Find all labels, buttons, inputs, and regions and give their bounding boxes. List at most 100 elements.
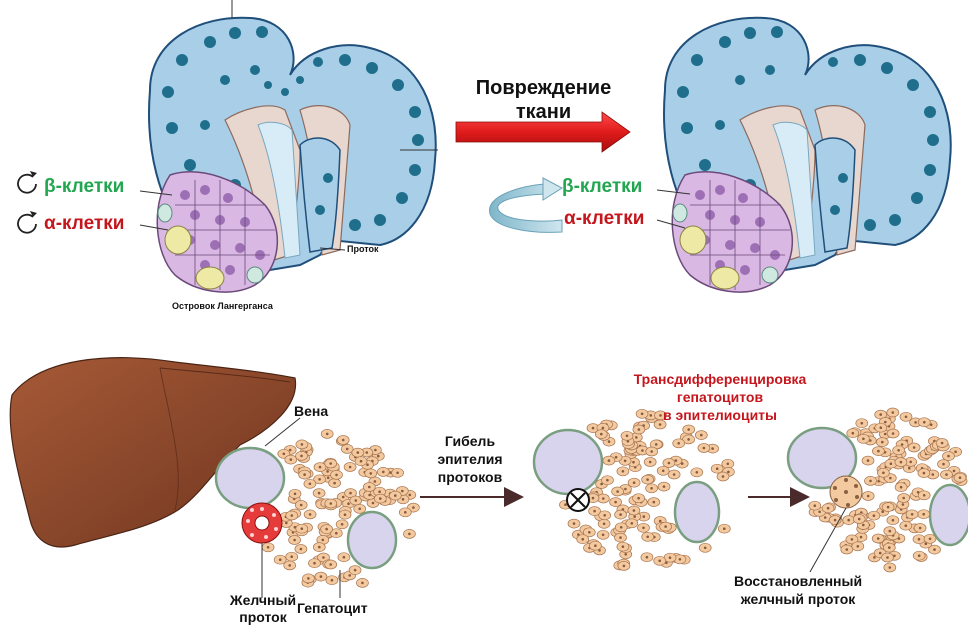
hepatocyte-nucleus [291,514,294,517]
hepatocyte-nucleus [327,477,330,480]
hepatocyte-nucleus [615,456,618,459]
hepatocyte-nucleus [953,470,956,473]
hepatocyte-nucleus [309,513,312,516]
hepatocyte-nucleus [888,546,891,549]
hepatocyte-nucleus [824,516,827,519]
hepatocyte-nucleus [370,472,373,475]
vein-shape-2 [348,512,396,568]
hepatocyte-nucleus [368,486,371,489]
hepatocyte-nucleus [633,481,636,484]
tissue-damage-label: Повреждение ткани [456,76,631,124]
hepatocyte-nucleus [342,496,345,499]
hepatocyte-nucleus [945,473,948,476]
cycle-icon-beta [18,175,36,193]
hepatocyte-nucleus [814,504,817,507]
hepatocyte-nucleus [374,480,377,483]
hepatocyte-nucleus [623,565,626,568]
hepatocyte-nucleus [622,545,625,548]
hepatocyte-nucleus [344,513,347,516]
hepatocyte-nucleus [402,498,405,501]
hepatocyte-nucleus [301,527,304,530]
hepatocyte-nucleus [348,574,351,577]
hepatocyte-nucleus [677,442,680,445]
hepatocyte-nucleus [319,466,322,469]
islet-label: Островок Лангерганса [172,301,273,311]
hepatocyte-nucleus [379,497,382,500]
bile-duct [242,503,282,543]
hepatocyte-nucleus [603,523,606,526]
hepatocyte-nucleus [633,515,636,518]
restored-bile-duct [830,476,862,508]
hepatocyte-nucleus [322,556,325,559]
hepatocyte-nucleus [626,435,629,438]
hepatocyte-nucleus [711,447,714,450]
hepatocyte-nucleus [293,539,296,542]
hepatocyte-nucleus [283,453,286,456]
hepatocyte-nucleus [329,563,332,566]
hepatocyte-nucleus [923,421,926,424]
hepatocyte-nucleus [879,552,882,555]
hepatocyte-nucleus [858,518,861,521]
hepatocyte-nucleus [346,448,349,451]
hepatocyte-nucleus [723,527,726,530]
hepatocyte-nucleus [646,478,649,481]
hepatocyte-nucleus [320,575,323,578]
transdifferentiation-cycle-arrow [490,178,562,232]
hepatocyte-nucleus [847,519,850,522]
pancreas-right [664,18,951,292]
duct-death-label: Гибель эпителия протоков [410,432,530,486]
hepatocyte-nucleus [333,482,336,485]
hepatocyte-nucleus [300,504,303,507]
hepatocyte-nucleus [879,413,882,416]
hepatocyte-nucleus [887,506,890,509]
hepatocyte-nucleus [642,527,645,530]
restored-line1: Восстановленный [708,572,888,590]
hepatocyte-nucleus [892,432,895,435]
hepatocyte-nucleus [325,528,328,531]
hepatocyte-nucleus [687,438,690,441]
hepatocyte-nucleus [600,433,603,436]
hepatocyte-nucleus [404,511,407,514]
hepatocyte-nucleus [564,503,567,506]
hepatocyte-nucleus [608,459,611,462]
hepatocyte-nucleus [932,473,935,476]
hepatocyte-nucleus [335,474,338,477]
hepatocyte-nucleus [902,497,905,500]
liver-lobule-restored [788,408,968,572]
hepatocyte-nucleus [947,455,950,458]
hepatocyte-nucleus [382,471,385,474]
hepatocyte-nucleus [942,463,945,466]
duct-death-line2: эпителия [410,450,530,468]
duct-death-line1: Гибель [410,432,530,450]
hepatocyte-nucleus [602,427,605,430]
hepatocyte-nucleus [290,555,293,558]
hepatocyte-nucleus [307,577,310,580]
hepatocyte-cluster [262,429,419,587]
hepatocyte-nucleus [300,548,303,551]
beta-symbol: β [44,176,56,197]
cycle-icon-alpha [18,215,36,233]
hepatocyte-nucleus [633,509,636,512]
hepatocyte-nucleus [664,525,667,528]
hepatocyte-nucleus [608,440,611,443]
hepatocyte-nucleus [704,547,707,550]
hepatocyte-nucleus [902,503,905,506]
hepatocyte-nucleus [377,455,380,458]
hepatocyte-nucleus [372,502,375,505]
hepatocyte-nucleus [326,470,329,473]
hepatocyte-nucleus [834,519,837,522]
beta-cells-label-right: β-клетки [562,176,642,198]
hepatocyte-nucleus [668,462,671,465]
hepatocyte-nucleus [897,449,900,452]
hepatocyte-nucleus [722,475,725,478]
hepatocyte-nucleus [646,536,649,539]
hepatocyte-nucleus [592,427,595,430]
hepatocyte-nucleus [716,467,719,470]
beta-text: -клетки [56,176,125,197]
hepatocyte-nucleus [933,548,936,551]
hepatocyte-nucleus [635,436,638,439]
hepatocyte-nucleus [602,534,605,537]
alpha-symbol: α [564,208,576,229]
hepatocyte-nucleus [649,461,652,464]
hepatocyte-nucleus [267,546,270,549]
